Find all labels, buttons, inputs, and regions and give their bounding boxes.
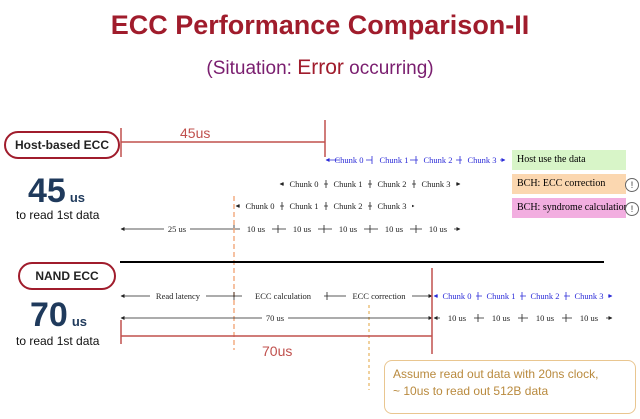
chunk-label: Chunk 1	[333, 179, 362, 189]
chunk-label: Chunk 3	[421, 179, 450, 189]
nand-span-label: 70us	[262, 343, 292, 359]
duration-label: 10 us	[339, 224, 357, 234]
note-line: Assume read out data with 20ns clock,	[393, 367, 599, 381]
chunk-label: Chunk 1	[379, 155, 408, 165]
duration-label: 10 us	[580, 313, 598, 323]
host-latency-unit: us	[69, 190, 85, 205]
legend-host-use: Host use the data	[512, 150, 626, 170]
duration-label: 10 us	[385, 224, 403, 234]
note-line: ~ 10us to read out 512B data	[393, 384, 549, 398]
ecc-correction-row: Chunk 0 Chunk 1 Chunk 2 Chunk 3	[279, 178, 461, 190]
chunk-label: Chunk 0	[442, 291, 471, 301]
chunk-label: Chunk 2	[423, 155, 452, 165]
duration-label: 10 us	[429, 224, 447, 234]
nand-latency-number: 70	[30, 296, 68, 334]
duration-label: 10 us	[247, 224, 265, 234]
chunk-label: Chunk 3	[574, 291, 603, 301]
nand-latency-caption: to read 1st data	[16, 334, 100, 348]
duration-label: 10 us	[293, 224, 311, 234]
nand-phases: Read latency ECC calculation ECC correct…	[120, 290, 433, 302]
host-span-label: 45us	[180, 125, 210, 141]
host-latency-caption: to read 1st data	[16, 208, 100, 222]
phase-label: ECC calculation	[255, 291, 312, 301]
duration-label: 10 us	[448, 313, 466, 323]
legend-syndrome: BCH: syndrome calculation	[512, 198, 629, 218]
chunk-label: Chunk 3	[377, 201, 406, 211]
duration-label: 70 us	[266, 313, 284, 323]
syndrome-row: Chunk 0 Chunk 1 Chunk 2 Chunk 3	[235, 200, 415, 212]
host-ecc-label: Host-based ECC	[4, 131, 120, 159]
nand-ecc-label: NAND ECC	[18, 262, 116, 290]
chunk-label: Chunk 0	[245, 201, 274, 211]
info-icon: !	[625, 178, 639, 192]
chunk-label: Chunk 3	[467, 155, 496, 165]
duration-label: 25 us	[168, 224, 186, 234]
assumption-note: Assume read out data with 20ns clock, ~ …	[384, 360, 636, 414]
chunk-label: Chunk 2	[530, 291, 559, 301]
chunk-label: Chunk 1	[486, 291, 515, 301]
host-timeline: 25 us 10 us 10 us 10 us 10 us 10 us	[120, 223, 461, 235]
nand-chunk-row: Chunk 0 Chunk 1 Chunk 2 Chunk 3	[433, 290, 613, 302]
info-icon: !	[625, 202, 639, 216]
chunk-label: Chunk 2	[377, 179, 406, 189]
subtitle-prefix: (Situation:	[206, 58, 298, 79]
page-subtitle: (Situation: Error occurring)	[0, 56, 640, 80]
chunk-label: Chunk 0	[289, 179, 318, 189]
host-use-row: Chunk 0 Chunk 1 Chunk 2 Chunk 3	[325, 154, 506, 166]
chunk-label: Chunk 0	[334, 155, 363, 165]
legend-ecc-correction: BCH: ECC correction	[512, 174, 626, 194]
page-title: ECC Performance Comparison-II	[110, 10, 530, 40]
subtitle-highlight: Error	[297, 56, 344, 79]
duration-label: 10 us	[492, 313, 510, 323]
subtitle-suffix: occurring)	[343, 58, 434, 79]
phase-label: Read latency	[156, 291, 201, 301]
nand-timeline: 70 us 10 us 10 us 10 us 10 us	[120, 312, 613, 324]
nand-latency-unit: us	[71, 314, 87, 329]
chunk-label: Chunk 1	[289, 201, 318, 211]
host-latency-number: 45	[28, 172, 66, 210]
duration-label: 10 us	[536, 313, 554, 323]
chunk-label: Chunk 2	[333, 201, 362, 211]
phase-label: ECC correction	[352, 291, 406, 301]
